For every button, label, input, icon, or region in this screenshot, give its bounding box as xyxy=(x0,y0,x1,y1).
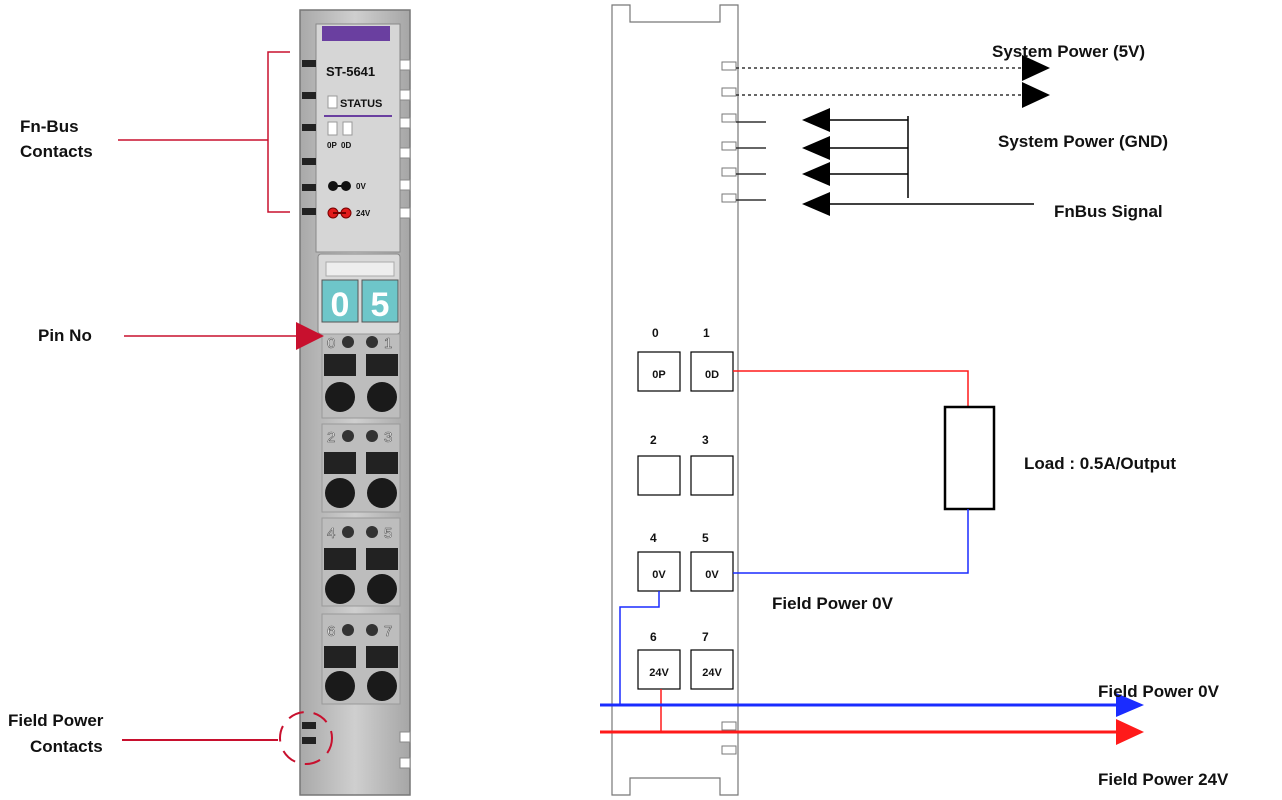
terminal-number: 7 xyxy=(702,630,709,644)
terminal-label: 0P xyxy=(652,369,665,381)
led-label-0d: 0D xyxy=(341,141,351,150)
field-power-0v-mid-label: Field Power 0V xyxy=(772,594,894,613)
system-power-5v-label: System Power (5V) xyxy=(992,42,1145,61)
load-label: Load : 0.5A/Output xyxy=(1024,454,1176,473)
led-label-0p: 0P xyxy=(327,141,337,150)
field-power-contacts-label-2: Contacts xyxy=(30,737,103,756)
pin-no-label: Pin No xyxy=(38,326,92,345)
terminal-box xyxy=(637,455,681,496)
module-model: ST-5641 xyxy=(326,64,375,79)
arrow-left-icon xyxy=(802,192,830,216)
terminal-box xyxy=(690,351,734,392)
power-label-24v: 24V xyxy=(356,209,371,218)
fn-bus-bracket xyxy=(267,51,290,213)
fn-bus-label-1: Fn-Bus xyxy=(20,117,79,136)
field-power-contacts-marker xyxy=(279,711,333,765)
arrow-right-red-icon xyxy=(1116,719,1144,745)
terminal-number: 2 xyxy=(327,429,335,446)
terminal-label: 0V xyxy=(705,569,719,581)
wiring: Load : 0.5A/Output Field Power 0V Field … xyxy=(600,370,1229,789)
terminal-number: 2 xyxy=(650,433,657,447)
display-digit-1: 0 xyxy=(331,286,350,324)
terminal-box xyxy=(690,455,734,496)
terminal-box xyxy=(637,351,681,392)
terminal-number: 7 xyxy=(384,623,392,640)
terminal-number: 6 xyxy=(327,623,335,640)
field-power-contacts-label-1: Field Power xyxy=(8,711,104,730)
display-digit-box xyxy=(321,279,359,323)
field-power-0v-label: Field Power 0V xyxy=(1098,682,1220,701)
display-top-bar xyxy=(325,261,395,277)
terminal-number: 1 xyxy=(384,335,392,352)
led-0p xyxy=(327,121,338,136)
terminal-label: 0V xyxy=(652,569,666,581)
field-power-24v-label: Field Power 24V xyxy=(1098,770,1229,789)
fn-bus-label-2: Contacts xyxy=(20,142,93,161)
terminal-box xyxy=(637,551,681,592)
terminal-label: 24V xyxy=(702,667,722,679)
terminal-label: 0D xyxy=(705,369,719,381)
purple-cap xyxy=(322,26,390,41)
status-led xyxy=(327,95,338,109)
module-notches xyxy=(399,59,411,769)
output-wire-red xyxy=(733,370,969,407)
terminal-label: 24V xyxy=(649,667,669,679)
pin-no-arrow-icon xyxy=(296,322,324,350)
terminals: 0 1 0P 0D 2 3 4 5 0V 0V 6 7 24V 24V xyxy=(637,326,734,690)
fn-bus-contacts xyxy=(302,60,316,744)
terminal-number: 0 xyxy=(327,335,335,352)
terminal-number: 3 xyxy=(384,429,392,446)
terminal-number: 5 xyxy=(702,531,709,545)
terminal-number: 1 xyxy=(703,326,710,340)
module-illustration: ST-5641 STATUS 0P 0D 0V 24V 0 5 0 1 xyxy=(279,9,411,796)
arrow-left-icon xyxy=(802,136,830,160)
return-wire-blue xyxy=(733,509,969,574)
terminal-number: 4 xyxy=(650,531,657,545)
fnbus-signal-label: FnBus Signal xyxy=(1054,202,1163,221)
arrow-right-icon xyxy=(1022,82,1050,108)
arrow-left-icon xyxy=(802,108,830,132)
load-resistor xyxy=(943,405,996,511)
arrow-right-blue-icon xyxy=(1116,693,1144,717)
terminal-number: 3 xyxy=(702,433,709,447)
terminal-box xyxy=(637,649,681,690)
left-callouts: Fn-Bus Contacts Pin No Field Power Conta… xyxy=(8,51,324,756)
power-label-0v: 0V xyxy=(356,182,366,191)
terminal4-to-0v-wire xyxy=(619,591,660,705)
module-outline xyxy=(611,4,739,796)
terminal-box xyxy=(690,649,734,690)
arrow-right-icon xyxy=(1022,55,1050,81)
terminal-number: 5 xyxy=(384,525,392,542)
status-label: STATUS xyxy=(340,98,382,110)
led-0d xyxy=(342,121,353,136)
terminal-number: 0 xyxy=(652,326,659,340)
bus-lines: System Power (5V) System Power (GND) FnB… xyxy=(736,42,1168,221)
terminal-number: 4 xyxy=(327,525,335,542)
arrow-left-icon xyxy=(802,162,830,186)
display-digit-2: 5 xyxy=(371,286,390,324)
display-digit-box xyxy=(361,279,399,323)
terminal-block: 0 1 2 3 4 5 xyxy=(321,333,401,705)
terminal-number: 6 xyxy=(650,630,657,644)
terminal-box xyxy=(690,551,734,592)
system-power-gnd-label: System Power (GND) xyxy=(998,132,1168,151)
